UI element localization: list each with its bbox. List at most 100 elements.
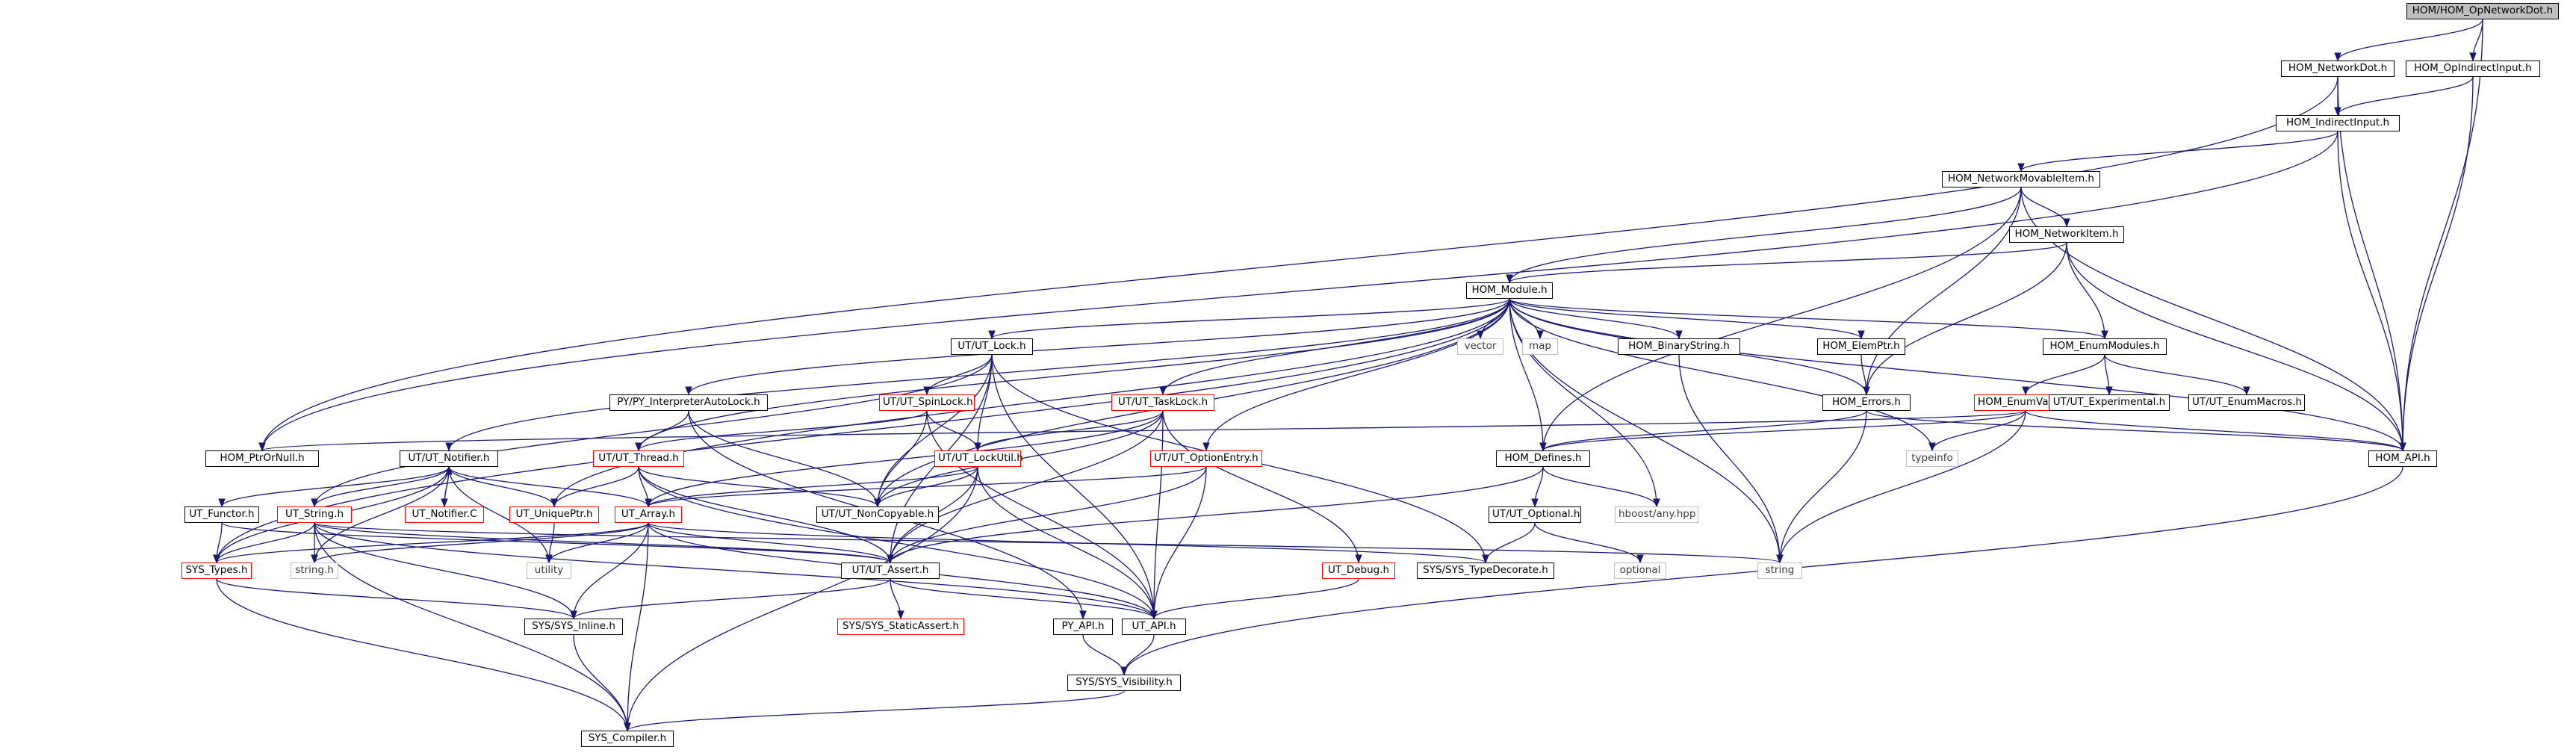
edge-arrowhead xyxy=(445,465,453,475)
node-ut-debug[interactable]: UT_Debug.h xyxy=(1322,563,1395,579)
node-hom-networkmovableitem[interactable]: HOM_NetworkMovableItem.h xyxy=(1942,171,2100,188)
node-vector[interactable]: vector xyxy=(1457,338,1503,355)
edge-n6-n11 xyxy=(2066,242,2105,339)
node-ut-noncopyable[interactable]: UT/UT_NonCopyable.h xyxy=(816,506,939,523)
node-ut-functor[interactable]: UT_Functor.h xyxy=(184,506,259,523)
edge-arrowhead xyxy=(311,554,318,564)
node-ut-lock[interactable]: UT/UT_Lock.h xyxy=(951,338,1033,355)
edge-arrowhead xyxy=(887,554,894,564)
edge-n35-n40 xyxy=(314,522,649,563)
edge-arrowhead xyxy=(1150,610,1158,620)
node-ut-enummacros[interactable]: UT/UT_EnumMacros.h xyxy=(2188,394,2305,411)
node-hom-errors[interactable]: HOM_Errors.h xyxy=(1822,394,1911,411)
node-ut-uniqueptr[interactable]: UT_UniquePtr.h xyxy=(509,506,599,523)
edge-arrowhead xyxy=(2334,52,2341,62)
edge-n4-n8 xyxy=(2337,131,2403,451)
edge-n7-n27 xyxy=(1205,298,1510,451)
edge-arrowhead xyxy=(1355,554,1362,564)
node-ut-api[interactable]: UT_API.h xyxy=(1122,619,1186,635)
edge-arrowhead xyxy=(1776,554,1784,564)
node-ut-string[interactable]: UT_String.h xyxy=(277,506,352,523)
node-optional[interactable]: optional xyxy=(1614,563,1666,579)
edge-arrowhead xyxy=(213,554,220,564)
node-sys-visibility[interactable]: SYS/SYS_Visibility.h xyxy=(1067,675,1181,691)
edge-arrowhead xyxy=(570,610,577,620)
node-hom-indirectinput[interactable]: HOM_IndirectInput.h xyxy=(2276,115,2400,131)
node-hom-enummodules[interactable]: HOM_EnumModules.h xyxy=(2043,338,2167,355)
node-ut-assert[interactable]: UT/UT_Assert.h xyxy=(841,563,940,579)
node-map[interactable]: map xyxy=(1522,338,1558,355)
edge-arrowhead xyxy=(635,442,642,452)
edge-arrowhead xyxy=(1159,386,1167,396)
edge-n3-n8 xyxy=(2402,76,2474,451)
node-sys-inline[interactable]: SYS/SYS_Inline.h xyxy=(524,619,623,635)
edge-n35-n50 xyxy=(627,522,649,731)
edge-n20-n43 xyxy=(1162,410,1359,563)
node-hom-elemptr[interactable]: HOM_ElemPtr.h xyxy=(1817,338,1905,355)
edge-n12-n8 xyxy=(1866,410,2403,451)
edge-n5-n12 xyxy=(1866,187,2022,395)
node-ut-lockutil[interactable]: UT/UT_LockUtil.h xyxy=(934,450,1023,467)
edge-n7-n30 xyxy=(1509,298,1657,507)
node-ut-experimental[interactable]: UT/UT_Experimental.h xyxy=(2049,394,2170,411)
node-sys-staticassert[interactable]: SYS/SYS_StaticAssert.h xyxy=(837,619,964,635)
edge-n5-n7 xyxy=(1509,187,2022,283)
edge-n29-n37 xyxy=(1534,522,1641,563)
edge-arrowhead xyxy=(218,498,226,508)
edge-n7-n24 xyxy=(448,298,1510,451)
edge-arrowhead xyxy=(2243,386,2250,396)
edge-n5-n6 xyxy=(2020,187,2067,227)
edge-n35-n42 xyxy=(648,522,891,563)
node-hom-opindirectinput[interactable]: HOM_OpIndirectInput.h xyxy=(2406,61,2540,77)
edge-n6-n12 xyxy=(1866,242,2067,395)
edge-arrowhead xyxy=(550,498,558,508)
edge-n19-n48 xyxy=(926,410,1155,619)
node-hom-networkdot[interactable]: HOM_NetworkDot.h xyxy=(2281,61,2395,77)
edge-n25-n48 xyxy=(638,466,1155,619)
node-ut-thread[interactable]: UT/UT_Thread.h xyxy=(593,450,684,467)
node-utility[interactable]: utility xyxy=(527,563,571,579)
node-ut-tasklock[interactable]: UT/UT_TaskLock.h xyxy=(1111,394,1214,411)
node-hboost-any[interactable]: hboost/any.hpp xyxy=(1615,506,1698,523)
edge-n11-n23 xyxy=(2104,354,2247,395)
edge-n21-n38 xyxy=(1779,410,2026,563)
node-hom-api[interactable]: HOM_API.h xyxy=(2368,450,2437,467)
edge-n27-n48 xyxy=(1153,466,1207,619)
node-string[interactable]: string xyxy=(1757,563,1802,579)
edge-n32-n39 xyxy=(216,522,315,563)
node-hom-ptrornull[interactable]: HOM_PtrOrNull.h xyxy=(205,450,319,467)
node-hom-opnetworkdot[interactable]: HOM/HOM_OpNetworkDot.h xyxy=(2406,3,2559,19)
edge-arrowhead xyxy=(445,442,453,452)
node-string-h[interactable]: string.h xyxy=(291,563,338,579)
node-sys-types[interactable]: SYS_Types.h xyxy=(181,563,252,579)
node-ut-spinlock[interactable]: UT/UT_SpinLock.h xyxy=(879,394,975,411)
edge-n10-n32 xyxy=(314,354,993,507)
node-ut-optional[interactable]: UT/UT_Optional.h xyxy=(1489,506,1581,523)
edge-n35-n41 xyxy=(548,522,649,563)
node-hom-module[interactable]: HOM_Module.h xyxy=(1466,282,1553,299)
node-ut-notifier-c[interactable]: UT_Notifier.C xyxy=(405,506,484,523)
edge-n27-n42 xyxy=(890,466,1207,563)
edge-arrowhead xyxy=(311,498,318,508)
node-hom-binarystring[interactable]: HOM_BinaryString.h xyxy=(1618,338,1740,355)
node-sys-typedecorate[interactable]: SYS/SYS_TypeDecorate.h xyxy=(1417,563,1554,579)
edge-n20-n48 xyxy=(1153,410,1164,619)
edge-n10-n48 xyxy=(991,354,1155,619)
edge-n35-n44 xyxy=(648,522,1486,563)
node-typeinfo[interactable]: typeinfo xyxy=(1906,450,1958,467)
edge-n24-n41 xyxy=(448,466,550,563)
node-hom-defines[interactable]: HOM_Defines.h xyxy=(1496,450,1590,467)
edge-arrowhead xyxy=(645,498,652,508)
edge-n24-n32 xyxy=(314,466,450,507)
edge-arrowhead xyxy=(258,442,266,452)
edge-n32-n48 xyxy=(314,522,1155,619)
node-py-interpreterautolock[interactable]: PY/PY_InterpreterAutoLock.h xyxy=(609,394,768,411)
node-sys-compiler[interactable]: SYS_Compiler.h xyxy=(581,731,674,747)
edge-arrowhead xyxy=(2334,107,2341,117)
edge-n7-n13 xyxy=(1509,298,1544,451)
node-ut-optionentry[interactable]: UT/UT_OptionEntry.h xyxy=(1150,450,1262,467)
node-ut-array[interactable]: UT_Array.h xyxy=(615,506,682,523)
node-py-api[interactable]: PY_API.h xyxy=(1053,619,1113,635)
node-hom-networkitem[interactable]: HOM_NetworkItem.h xyxy=(2009,226,2124,243)
node-ut-notifier-h[interactable]: UT/UT_Notifier.h xyxy=(400,450,498,467)
